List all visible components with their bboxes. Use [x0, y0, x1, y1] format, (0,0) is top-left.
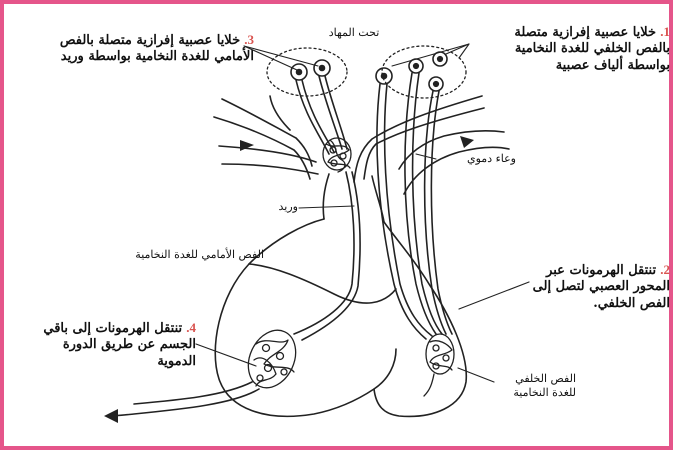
- capillary-plexus-posterior: [424, 334, 454, 396]
- stalk-outline-left: [323, 174, 329, 219]
- hypothalamus-label: تحت المهاد: [304, 26, 404, 40]
- label-1-text: خلايا عصبية إفرازية متصلة بالفص الخلفي ل…: [514, 25, 670, 73]
- right-axons: [377, 73, 452, 339]
- vein-label: وريد: [252, 200, 298, 214]
- neuron-bodies: [291, 52, 447, 91]
- label-2-text: تنتقل الهرمونات عبر المحور العصبي لتصل إ…: [533, 263, 670, 311]
- posterior-lobe-label: الفص الخلفي للغدة النخامية: [496, 372, 576, 400]
- label-4-text: تنتقل الهرمونات إلى باقي الجسم عن طريق ا…: [43, 321, 196, 369]
- anterior-lobe-inner: [249, 264, 396, 303]
- label-3-number: 3.: [244, 32, 254, 47]
- label-1: 1. خلايا عصبية إفرازية متصلة بالفص الخلف…: [482, 24, 670, 74]
- leader-lines: [196, 44, 529, 382]
- label-4-number: 4.: [186, 320, 196, 335]
- arrow-out: [104, 409, 118, 423]
- label-4: 4. تنتقل الهرمونات إلى باقي الجسم عن طري…: [24, 320, 196, 370]
- left-axons: [296, 76, 347, 154]
- label-3-text: خلايا عصبية إفرازية متصلة بالفص الأمامي …: [60, 33, 254, 64]
- anterior-lobe-label: الفص الأمامي للغدة النخامية: [114, 248, 264, 262]
- label-3: 3. خلايا عصبية إفرازية متصلة بالفص الأما…: [22, 32, 254, 66]
- blood-vessel-in-2: [222, 164, 318, 174]
- label-2: 2. تنتقل الهرمونات عبر المحور العصبي لتص…: [532, 262, 670, 312]
- label-1-number: 1.: [660, 24, 670, 39]
- label-2-number: 2.: [660, 262, 670, 277]
- blood-vessel-label: وعاء دموي: [436, 152, 516, 166]
- capillary-plexus-top: [323, 138, 351, 172]
- arrow-out-right: [460, 136, 474, 148]
- neuron-group-right-outline: [382, 46, 466, 98]
